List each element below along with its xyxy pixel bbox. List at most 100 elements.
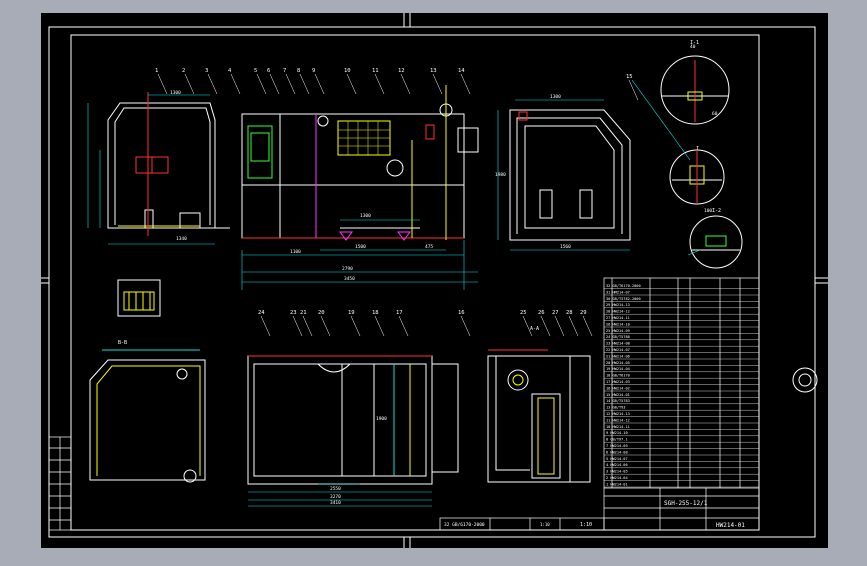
dim-side-1980: 1980 <box>495 172 506 178</box>
plan-dims <box>248 483 432 507</box>
dim-side-1300: 1300 <box>550 94 561 100</box>
balloon-bottom-23: 23 <box>290 310 297 316</box>
balloon-side-27: 27 <box>552 310 559 316</box>
section-label-i2: I-2 <box>712 208 721 214</box>
balloon-side-27-leader <box>554 315 565 337</box>
balloon-right-15: 15 <box>626 74 633 80</box>
detail-leader <box>631 79 701 256</box>
balloon-top-13-leader <box>432 73 443 95</box>
dim-plan-3270: 3270 <box>330 494 341 500</box>
title-block-texts: SGH-255-12/1 HW214-01 1:10 1:10 32 GB/61… <box>444 500 745 529</box>
balloon-bottom-23-leader <box>292 315 303 337</box>
parts-row: 16 HW214-02 <box>606 386 630 390</box>
drawing-number: HW214-01 <box>716 522 745 529</box>
section-aa <box>487 349 591 483</box>
dim-front-1500: 1500 <box>355 244 366 250</box>
scale-value: 1:10 <box>580 522 592 528</box>
parts-row: 31 HM214-07 <box>606 290 630 294</box>
section-label-aa: A-A <box>530 326 539 332</box>
drawing-sheet <box>41 13 828 548</box>
balloon-top-10: 10 <box>344 68 351 74</box>
balloon-bottom-17-leader <box>398 315 409 337</box>
plan-view <box>247 355 459 485</box>
parts-row: 27 HW214-11 <box>606 316 630 320</box>
detail-circles <box>660 55 818 393</box>
drawing-number-small: SGH-255-12/1 <box>664 500 708 507</box>
dim-plan-1900: 1900 <box>376 416 387 422</box>
balloon-top-9-leader <box>314 73 325 95</box>
balloon-bottom-18-leader <box>374 315 385 337</box>
balloon-side-29-leader <box>582 315 593 337</box>
dim-misc-40: 40 <box>690 44 696 50</box>
parts-row: 25 HW214-09 <box>606 329 630 333</box>
balloon-top-6: 6 <box>267 68 270 74</box>
parts-rows: 32 GB/T6170-2000 31 HM214-07 30 GB/T5782-2… <box>604 284 759 488</box>
balloon-top-7: 7 <box>283 68 286 74</box>
section-label-bb: B-B <box>118 340 127 346</box>
dim-front-2790: 2790 <box>342 266 353 272</box>
parts-list-frame <box>603 277 760 531</box>
balloon-top-5: 5 <box>254 68 257 74</box>
balloon-bottom-24-leader <box>260 315 271 337</box>
outer-frame <box>48 26 816 538</box>
parts-row: 20 HW214-05 <box>606 361 630 365</box>
parts-row: 5 HW214-07 <box>606 457 628 461</box>
dim-front-1100: 1100 <box>290 249 301 255</box>
detail-internals <box>662 60 740 251</box>
balloon-side-28-leader <box>568 315 579 337</box>
balloon-bottom-21-leader <box>302 315 313 337</box>
balloon-bottom-19-leader <box>350 315 361 337</box>
balloon-bottom-24: 24 <box>258 310 265 316</box>
parts-row: 30 GB/T5782-2000 <box>606 297 641 301</box>
revision-table <box>48 436 72 531</box>
dim-misc-1340: 1340 <box>176 236 187 242</box>
balloon-top-5-leader <box>256 73 267 95</box>
balloon-top-12-leader <box>400 73 411 95</box>
parts-row: 32 GB/T6170-2000 <box>606 284 641 288</box>
balloon-bottom-16: 16 <box>458 310 465 316</box>
balloon-top-3-leader <box>207 73 218 95</box>
balloon-top-14-leader <box>460 73 471 95</box>
balloon-top-4: 4 <box>228 68 232 74</box>
balloon-top-11-leader <box>374 73 385 95</box>
balloon-bottom-21: 21 <box>300 310 307 316</box>
balloon-top-6-leader <box>269 73 280 95</box>
front-left-dims <box>87 94 215 245</box>
parts-row: 7 HW214-09 <box>606 444 628 448</box>
front-view-left <box>107 92 230 236</box>
dim-front-1300: 1300 <box>360 213 371 219</box>
parts-row: 21 HW214-06 <box>606 354 630 358</box>
balloon-side-26: 26 <box>538 310 545 316</box>
balloon-top-2: 2 <box>182 68 185 74</box>
dim-front-475: 475 <box>425 244 433 250</box>
parts-row: 22 HW214-07 <box>606 348 630 352</box>
balloon-side-25-leader <box>522 315 533 337</box>
parts-row: 6 HW214-08 <box>606 450 628 454</box>
dim-side-1560: 1560 <box>560 244 571 250</box>
balloon-top-9: 9 <box>312 68 315 74</box>
balloon-top-4-leader <box>230 73 241 95</box>
balloon-bottom-20: 20 <box>318 310 325 316</box>
balloon-top-2-leader <box>184 73 195 95</box>
parts-row: 13 GB/T93 <box>606 406 625 410</box>
scale-left-value: 1:10 <box>540 522 550 527</box>
parts-row: 1 HW214-01 <box>606 482 628 486</box>
balloon-top-14: 14 <box>458 68 465 74</box>
parts-row: 15 HW214-01 <box>606 393 630 397</box>
parts-row: 24 GB/T5780 <box>606 335 630 339</box>
parts-row: 10 HW214-11 <box>606 425 630 429</box>
balloon-side-25: 25 <box>520 310 527 316</box>
parts-row: 4 HW214-06 <box>606 463 628 467</box>
balloon-top-8: 8 <box>297 68 300 74</box>
balloon-right-15-leader <box>628 79 639 101</box>
parts-row: 8 GB/T97.1 <box>606 438 628 442</box>
balloon-bottom-16-leader <box>460 315 471 337</box>
balloon-top-12: 12 <box>398 68 405 74</box>
parts-row: 3 HW214-05 <box>606 470 628 474</box>
dimension-texts: 2790 3450 1300 1500 1100 475 1560 1980 1… <box>170 44 718 506</box>
balloon-top-8-leader <box>299 73 310 95</box>
balloon-bottom-18: 18 <box>372 310 379 316</box>
